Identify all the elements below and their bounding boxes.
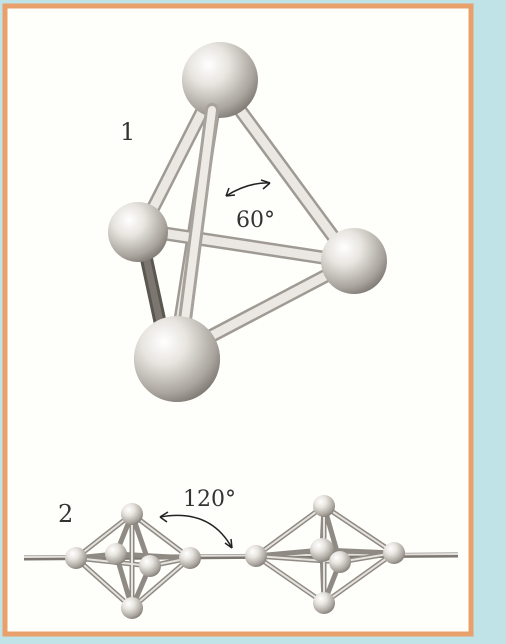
atom	[105, 543, 127, 565]
figure-1-label: 1	[120, 118, 136, 146]
atom	[383, 542, 405, 564]
atom	[121, 597, 143, 619]
angle-arrow-60	[225, 179, 271, 197]
atom	[108, 202, 168, 262]
atom	[179, 547, 201, 569]
octahedron-left	[65, 503, 201, 619]
atom	[313, 592, 335, 614]
atom	[139, 555, 161, 577]
atom	[313, 495, 335, 517]
octahedron-right	[245, 495, 405, 614]
atom	[310, 538, 334, 562]
atom	[65, 547, 87, 569]
tetrahedron-molecule	[108, 42, 387, 402]
angle-arrow-120	[159, 511, 233, 549]
atom	[121, 503, 143, 525]
figure-2-label: 2	[58, 500, 74, 528]
angle-120-label: 120°	[183, 487, 236, 512]
atom	[245, 545, 267, 567]
atom	[182, 42, 258, 118]
angle-60-label: 60°	[236, 208, 275, 233]
atom	[321, 228, 387, 294]
atom	[329, 551, 351, 573]
